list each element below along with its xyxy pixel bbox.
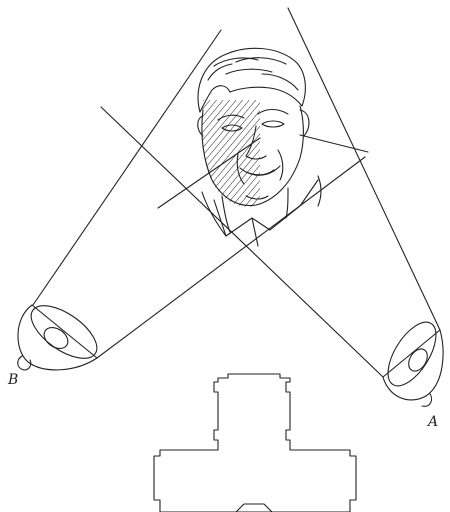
camera	[154, 374, 356, 512]
light-b-label: B	[8, 372, 18, 388]
light-b	[18, 295, 106, 370]
cross-line-right	[300, 135, 368, 152]
light-a-reflector	[383, 330, 443, 400]
light-a-label: A	[428, 414, 438, 430]
light-a	[379, 314, 446, 406]
face-shadow-hatching	[200, 100, 260, 210]
eye-right	[262, 121, 284, 127]
light-b-bulb	[40, 323, 72, 353]
beam-b-upper	[33, 30, 221, 305]
beam-a-upper	[288, 8, 440, 330]
camera-lens-notch	[236, 504, 272, 512]
light-b-opening	[23, 295, 106, 368]
camera-body	[154, 374, 356, 512]
light-a-bulb	[405, 346, 431, 375]
